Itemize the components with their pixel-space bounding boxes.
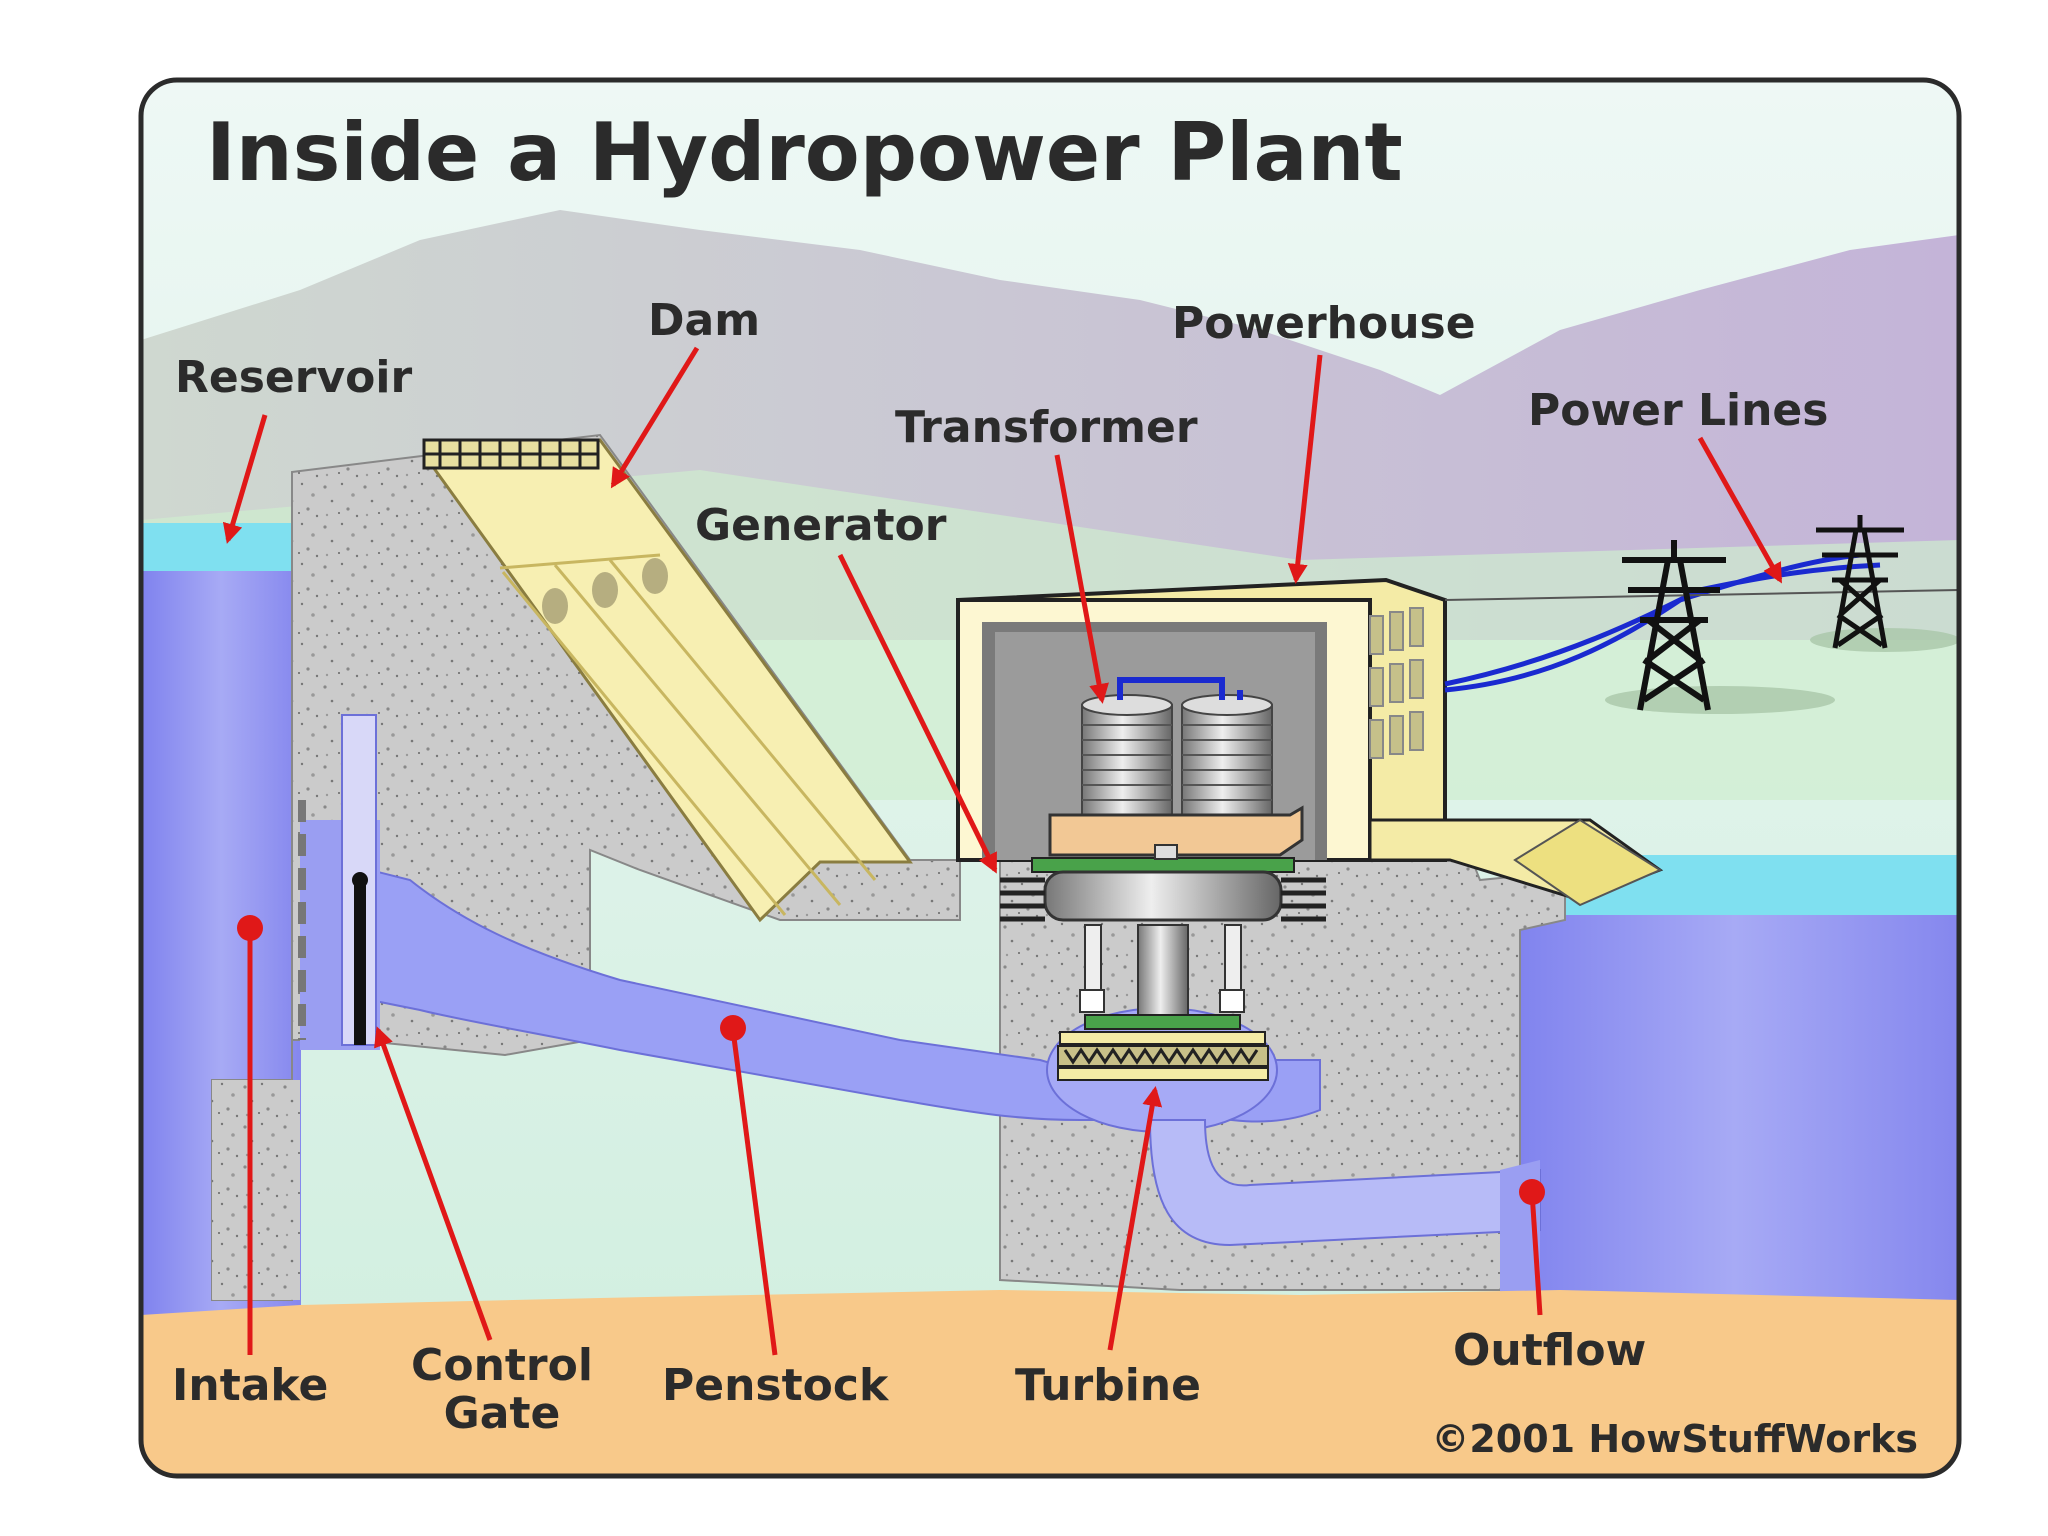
pointer-arrows [222,346,1783,1356]
label-generator: Generator [695,500,947,551]
tailwater [1510,880,1959,1320]
label-power-lines: Power Lines [1528,385,1828,436]
label-penstock: Penstock [662,1360,890,1411]
arrow-control-gate [374,1026,493,1341]
arrow-power-lines [1697,436,1783,584]
dot-intake [237,915,263,941]
frame-border [138,77,1962,1479]
transmission-tower-1 [1622,540,1726,711]
transmission-tower-2 [1816,515,1904,649]
generator [1000,844,1326,1021]
reservoir-surface [141,523,301,571]
copyright-text: ©2001 HowStuffWorks [1431,1417,1918,1461]
dot-penstock [720,1015,746,1041]
arrow-generator [837,553,998,874]
arrow-dam [610,346,700,489]
label-intake: Intake [172,1360,328,1411]
arrow-transformer [1054,454,1109,704]
label-dam: Dam [648,295,760,346]
arrow-powerhouse [1287,354,1323,584]
pointer-penstock [730,1029,778,1356]
label-control-gate-line2: Gate [444,1388,561,1439]
pointer-outflow [1529,1191,1543,1316]
dot-outflow [1519,1179,1545,1205]
arrow-turbine [1107,1086,1163,1351]
diagram-title: Inside a Hydropower Plant [206,106,1403,199]
draft-tube [1148,1119,1541,1247]
turbine [1057,1014,1269,1081]
ground [141,1290,1959,1476]
label-control-gate-line1: Control [411,1340,593,1391]
label-reservoir: Reservoir [175,352,412,403]
label-powerhouse: Powerhouse [1172,298,1476,349]
arrow-reservoir [222,414,268,544]
label-turbine: Turbine [1015,1360,1201,1411]
label-outflow: Outflow [1453,1325,1646,1376]
label-transformer: Transformer [895,402,1198,453]
dam-railing [422,438,600,470]
control-gate [354,880,366,1045]
transformer [1048,677,1304,857]
